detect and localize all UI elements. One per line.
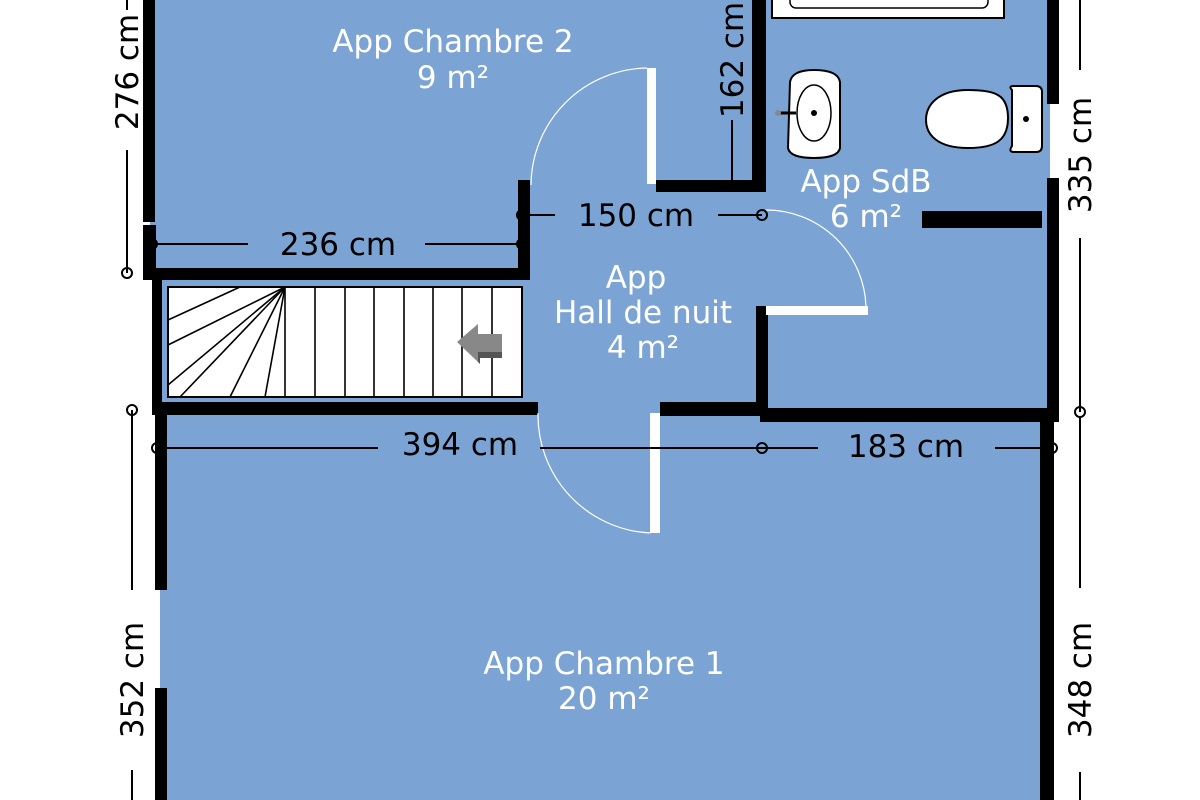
room-hall-area: 4 m² [607, 330, 679, 366]
dim-chambre-1-left-height: 352 cm [115, 622, 151, 738]
dimension-lines [121, 0, 1086, 800]
room-chambre-1-name: App Chambre 1 [483, 646, 724, 682]
room-hall-line1: App [606, 260, 667, 296]
arrow-left-icon [457, 324, 502, 364]
door-chambre-1 [650, 413, 660, 533]
room-sdb-name: App SdB [800, 164, 931, 200]
bathtub-icon [771, 0, 1005, 19]
room-chambre-2-area: 9 m² [417, 60, 489, 96]
dim-stair-width: 394 cm [402, 427, 518, 463]
dim-hall-width: 150 cm [578, 198, 694, 234]
doors [530, 67, 868, 534]
floor-hall [530, 185, 765, 420]
room-chambre-1-area: 20 m² [558, 681, 650, 717]
dimension-labels: 150 cm 236 cm 394 cm 183 cm 276 cm 162 c… [110, 2, 1099, 738]
room-hall-line2: Hall de nuit [554, 295, 732, 331]
door-sdb [766, 306, 868, 315]
dim-sdb-height: 335 cm [1063, 97, 1099, 213]
room-sdb-area: 6 m² [830, 199, 902, 235]
room-labels: App Chambre 2 9 m² App SdB 6 m² App Hall… [332, 24, 931, 717]
dim-wc-depth: 162 cm [715, 2, 751, 118]
dim-chambre-2-height: 276 cm [110, 14, 146, 130]
toilet-icon [924, 85, 1043, 153]
room-chambre-2-name: App Chambre 2 [332, 24, 573, 60]
door-chambre-2 [647, 68, 656, 184]
sink-icon [775, 68, 841, 160]
floor-sdb [760, 0, 1050, 420]
floor-chambre-2 [150, 0, 530, 275]
floor-chambre-1 [160, 415, 1050, 800]
walls [143, 0, 1059, 800]
dim-chambre-1-right-height: 348 cm [1063, 622, 1099, 738]
dim-chambre-2-width: 236 cm [280, 227, 396, 263]
dim-sdb-width: 183 cm [848, 429, 964, 465]
